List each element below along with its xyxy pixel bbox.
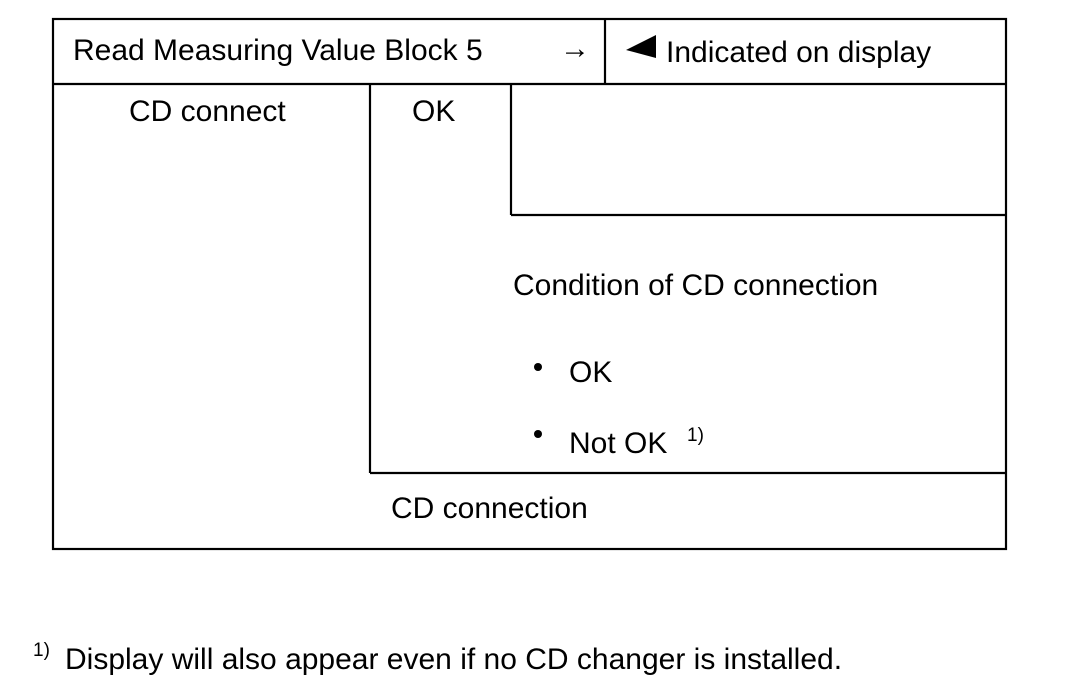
option-ok: OK [569,356,612,389]
field-description: Condition of CD connection [513,269,878,302]
footnote-marker: 1) [33,640,50,661]
field-value: OK [412,95,455,128]
left-pointing-triangle-icon [626,35,656,58]
bullet-icon [534,363,542,371]
option-not-ok-superscript: 1) [687,425,704,446]
header-right-label: Indicated on display [666,36,931,69]
field-label: CD connect [129,95,286,128]
outer-frame [51,17,1008,551]
header-arrow: → [560,32,590,65]
footnote-text: Display will also appear even if no CD c… [65,643,842,676]
field-caption: CD connection [391,492,588,525]
header-left-label: Read Measuring Value Block 5 [73,34,483,67]
option-not-ok: Not OK [569,427,667,460]
bullet-icon [534,430,542,438]
